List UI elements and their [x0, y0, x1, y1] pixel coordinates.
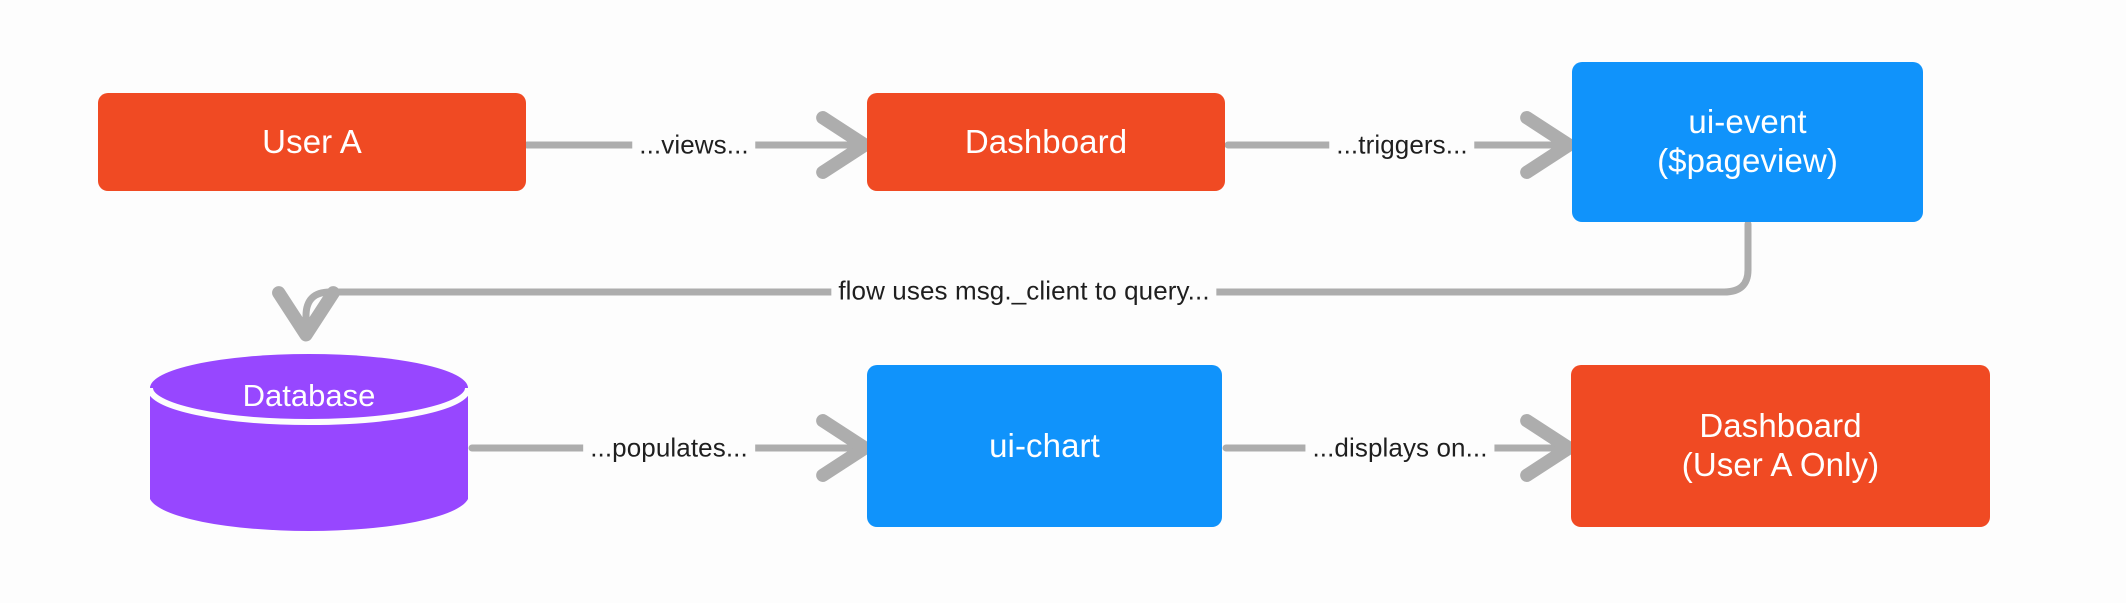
node-user-a[interactable]: User A: [98, 93, 526, 191]
node-ui-chart-label: ui-chart: [989, 426, 1100, 464]
node-database[interactable]: Database: [147, 352, 471, 535]
node-ui-event-label: ui-event: [1688, 103, 1807, 141]
node-ui-event[interactable]: ui-event ($pageview): [1572, 62, 1923, 222]
node-dashboard-bottom-label: Dashboard: [1699, 407, 1862, 445]
cylinder-shape: [147, 354, 471, 531]
edge-label-displays: ...displays on...: [1305, 432, 1495, 464]
node-user-a-label: User A: [262, 122, 362, 160]
node-dashboard-top-label: Dashboard: [964, 122, 1128, 160]
node-dashboard-bottom[interactable]: Dashboard (User A Only): [1571, 365, 1990, 527]
edge-label-views: ...views...: [632, 129, 756, 161]
node-dashboard-top[interactable]: Dashboard: [867, 93, 1225, 191]
node-ui-chart[interactable]: ui-chart: [867, 365, 1222, 527]
node-dashboard-bottom-sublabel: (User A Only): [1681, 446, 1880, 483]
edge-label-populates: ...populates...: [583, 432, 755, 464]
node-ui-event-sublabel: ($pageview): [1657, 142, 1838, 179]
edge-label-query: flow uses msg._client to query...: [831, 275, 1217, 307]
edge-label-triggers: ...triggers...: [1329, 129, 1475, 161]
